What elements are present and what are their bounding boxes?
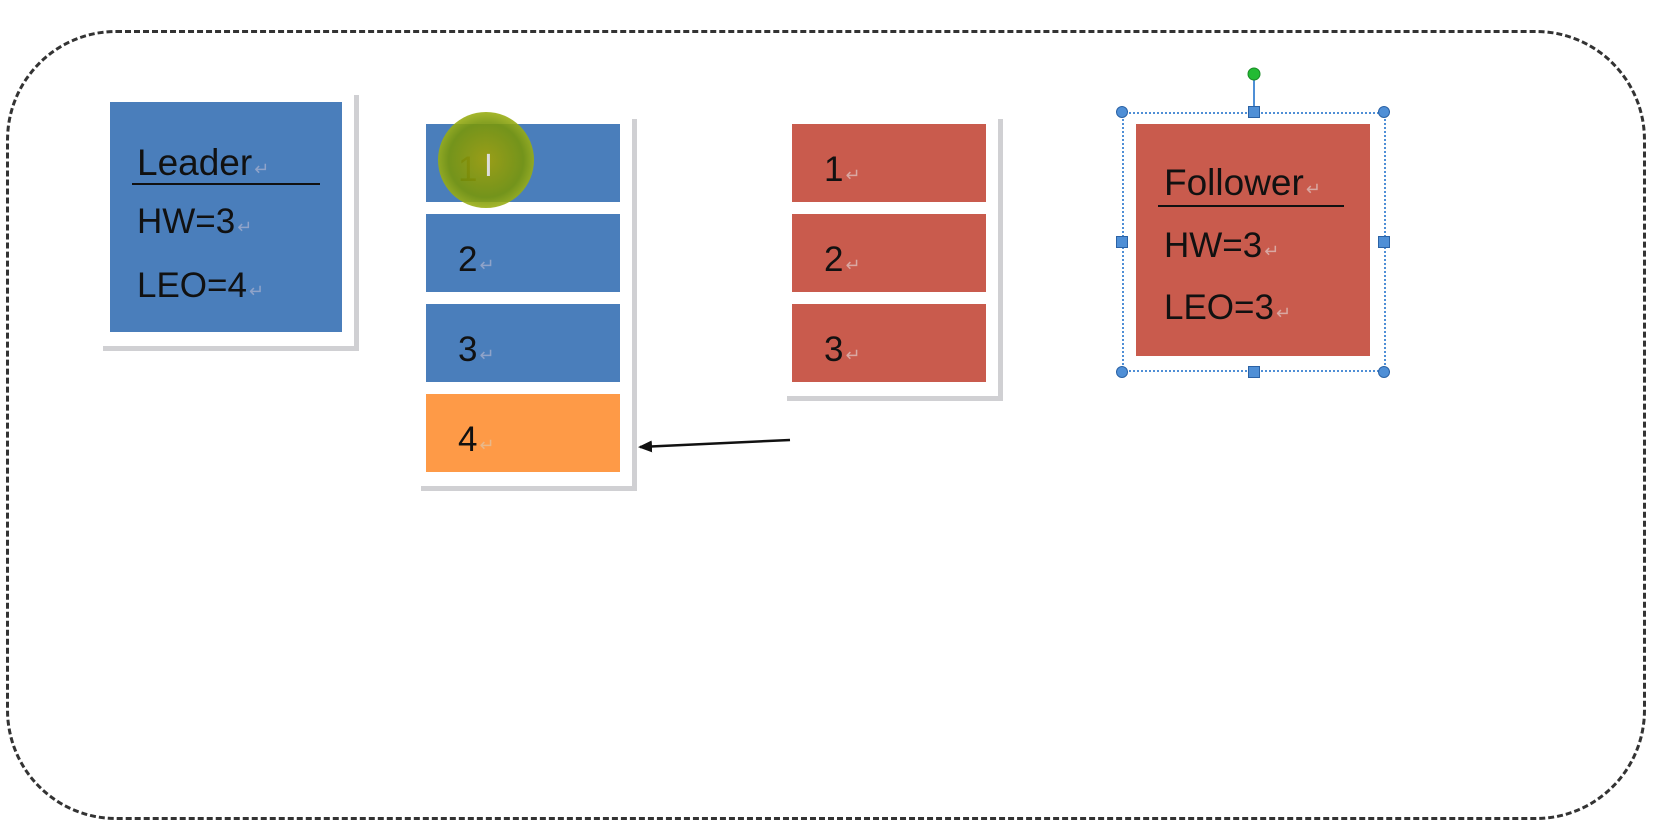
text-cursor-icon: I — [484, 149, 493, 184]
leader-log-entry-3[interactable]: 3↵ — [426, 304, 620, 382]
resize-handle-bottom[interactable] — [1248, 366, 1260, 378]
paragraph-mark: ↵ — [479, 345, 495, 365]
paragraph-mark: ↵ — [237, 217, 253, 237]
follower-title: Follower↵ — [1164, 164, 1321, 201]
follower-leo: LEO=3↵ — [1164, 290, 1291, 325]
leader-divider — [132, 183, 320, 185]
paragraph-mark: ↵ — [479, 255, 495, 275]
entry-number-text: 4 — [458, 420, 478, 459]
leader-log-entry-4[interactable]: 4↵ — [426, 394, 620, 472]
follower-log-entry-2[interactable]: 2↵ — [792, 214, 986, 292]
entry-number: 1↵ — [824, 152, 861, 187]
follower-divider — [1158, 205, 1344, 207]
entry-number: 4↵ — [458, 422, 495, 457]
resize-handle-right[interactable] — [1378, 236, 1390, 248]
resize-handle-bottom-right[interactable] — [1378, 366, 1390, 378]
entry-number-text: 2 — [458, 240, 478, 279]
entry-number-text: 1 — [824, 150, 844, 189]
dashed-boundary — [6, 30, 1646, 820]
leader-panel[interactable]: Leader↵ HW=3↵ LEO=4↵ — [98, 90, 354, 346]
leader-title: Leader↵ — [137, 144, 269, 181]
follower-hw: HW=3↵ — [1164, 228, 1279, 263]
follower-panel[interactable]: Follower↵ HW=3↵ LEO=3↵ — [1126, 114, 1382, 368]
resize-handle-top[interactable] — [1248, 106, 1260, 118]
paragraph-mark: ↵ — [1275, 303, 1292, 323]
resize-handle-bottom-left[interactable] — [1116, 366, 1128, 378]
follower-log[interactable]: 1↵ 2↵ 3↵ — [782, 114, 998, 396]
entry-number: 2↵ — [458, 242, 495, 277]
leader-box: Leader↵ HW=3↵ LEO=4↵ — [110, 102, 342, 332]
entry-number: 3↵ — [458, 332, 495, 367]
entry-number-text: 3 — [824, 330, 844, 369]
leader-leo-text: LEO=4 — [137, 266, 247, 305]
follower-box: Follower↵ HW=3↵ LEO=3↵ — [1136, 124, 1370, 356]
leader-hw-text: HW=3 — [137, 202, 236, 241]
follower-log-entry-3[interactable]: 3↵ — [792, 304, 986, 382]
paragraph-mark: ↵ — [1305, 179, 1321, 199]
leader-title-text: Leader — [137, 142, 253, 183]
paragraph-mark: ↵ — [845, 255, 861, 275]
paragraph-mark: ↵ — [248, 281, 265, 301]
resize-handle-left[interactable] — [1116, 236, 1128, 248]
cursor-highlight — [438, 112, 534, 208]
leader-log-entry-2[interactable]: 2↵ — [426, 214, 620, 292]
follower-leo-text: LEO=3 — [1164, 288, 1274, 327]
paragraph-mark: ↵ — [845, 345, 861, 365]
follower-log-entry-1[interactable]: 1↵ — [792, 124, 986, 202]
leader-leo: LEO=4↵ — [137, 268, 264, 303]
paragraph-mark: ↵ — [254, 159, 270, 179]
leader-hw: HW=3↵ — [137, 204, 252, 239]
entry-number: 3↵ — [824, 332, 861, 367]
follower-hw-text: HW=3 — [1164, 226, 1263, 265]
paragraph-mark: ↵ — [845, 165, 861, 185]
rotate-handle[interactable] — [1244, 66, 1264, 116]
resize-handle-top-right[interactable] — [1378, 106, 1390, 118]
entry-number-text: 2 — [824, 240, 844, 279]
entry-number: 2↵ — [824, 242, 861, 277]
paragraph-mark: ↵ — [1264, 241, 1280, 261]
resize-handle-top-left[interactable] — [1116, 106, 1128, 118]
entry-number-text: 3 — [458, 330, 478, 369]
follower-title-text: Follower — [1164, 162, 1304, 203]
paragraph-mark: ↵ — [479, 435, 495, 455]
